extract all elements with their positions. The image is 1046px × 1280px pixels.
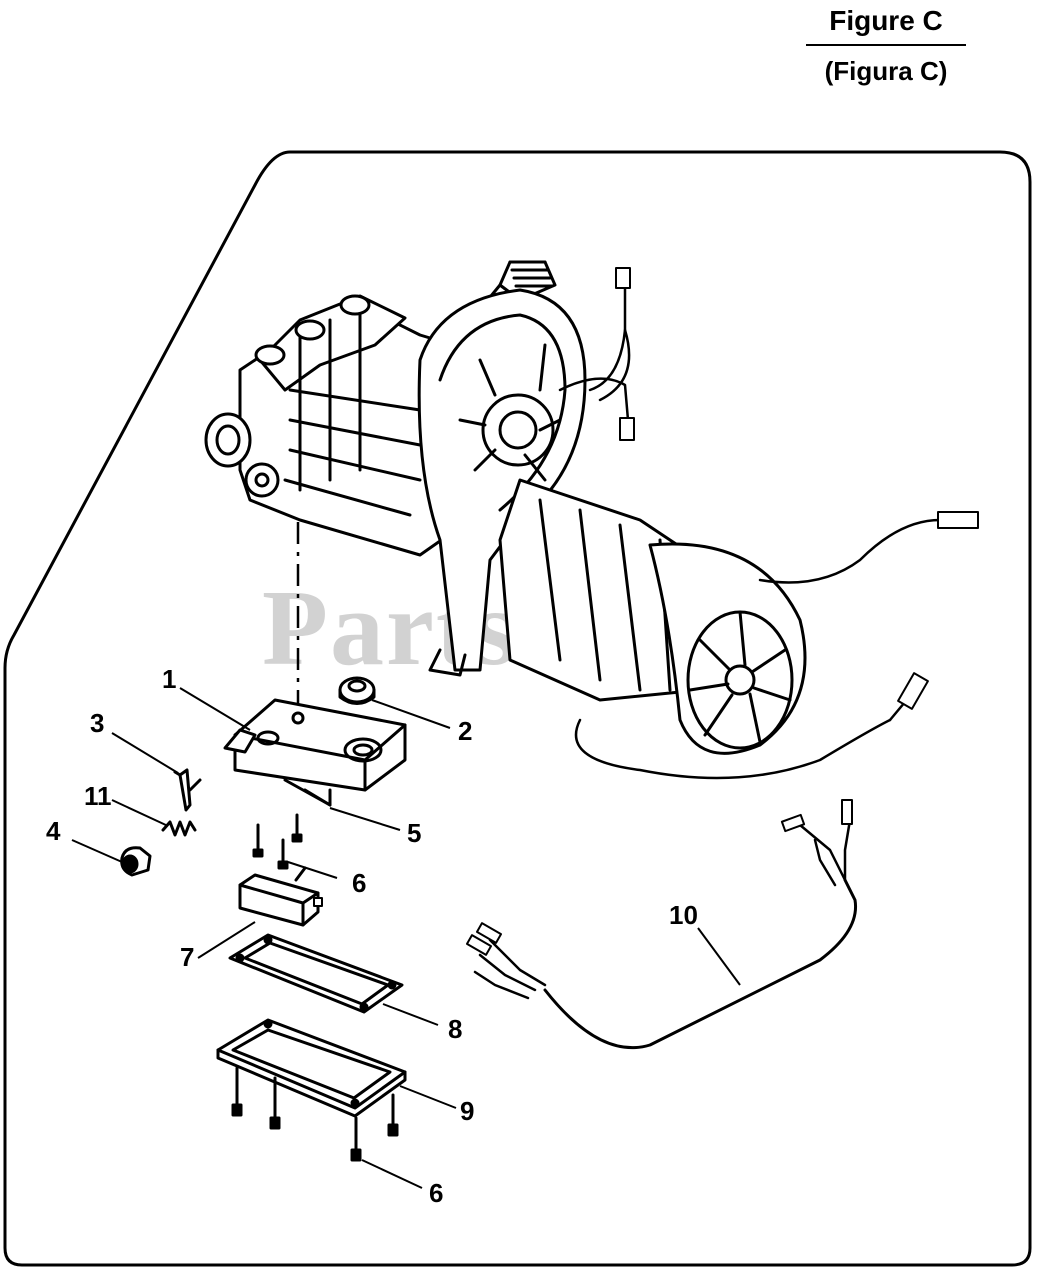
callout-1: 1 [162, 664, 176, 694]
screw-parts-upper [252, 813, 303, 870]
knob-part [120, 846, 152, 877]
callout-10: 10 [669, 900, 698, 930]
spring-part [161, 820, 197, 837]
micro-switch-part [238, 866, 323, 927]
gasket-part [228, 933, 404, 1014]
wire-harness-part [465, 799, 858, 1050]
figure-title-divider [806, 44, 966, 46]
callout-3: 3 [90, 708, 104, 738]
pivot-pin-part [223, 728, 257, 754]
callout-11: 11 [84, 781, 112, 811]
figure-title: Figure C [829, 5, 943, 36]
screw-parts-lower [231, 1066, 399, 1162]
callout-2: 2 [458, 716, 472, 746]
callout-5: 5 [407, 818, 421, 848]
callout-8: 8 [448, 1014, 462, 1044]
callout-6-upper: 6 [352, 868, 366, 898]
switch-housing-part [233, 698, 407, 807]
callout-6-lower: 6 [429, 1178, 443, 1208]
figure-subtitle: (Figura C) [824, 56, 948, 86]
callout-9: 9 [460, 1096, 474, 1126]
cover-plate-part [216, 1018, 407, 1118]
callout-7: 7 [180, 942, 194, 972]
callout-4: 4 [46, 816, 61, 846]
callout-leaders [71, 687, 741, 1189]
seal-part [338, 676, 376, 705]
trigger-lever-part [173, 768, 202, 812]
pump-motor-assembly [204, 260, 979, 780]
diagram-frame [3, 150, 1032, 1267]
